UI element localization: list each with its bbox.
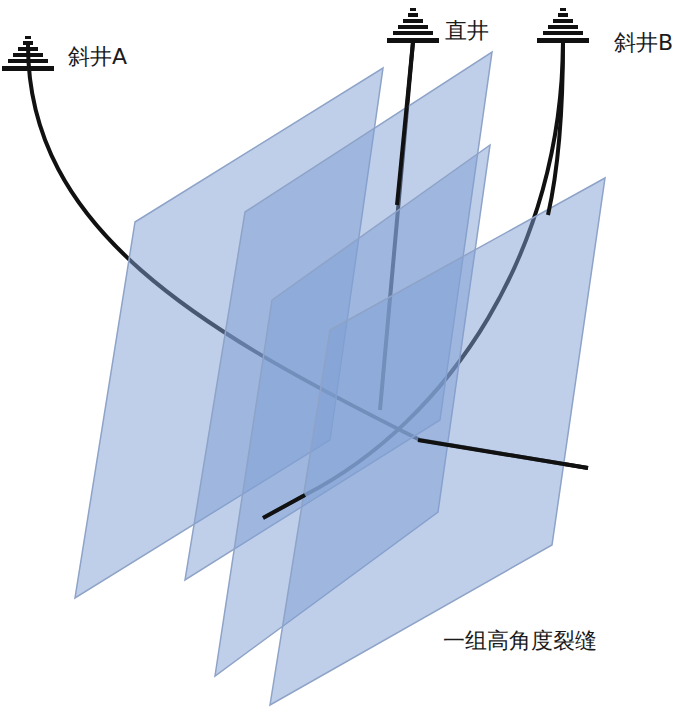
well-head-symbol: [387, 8, 439, 43]
fracture-label: 一组高角度裂缝: [443, 628, 597, 654]
well-label: 直井: [445, 18, 489, 44]
fracture-plane: [270, 178, 605, 705]
well-path-a: [418, 440, 588, 468]
well-path-b: [263, 495, 305, 518]
well-path-b: [548, 42, 563, 215]
well-label: 斜井B: [614, 30, 673, 56]
well-head-symbol: [537, 8, 589, 43]
well-head-symbol: [2, 36, 54, 71]
well-label: 斜井A: [68, 44, 127, 70]
well-path-vertical: [397, 42, 413, 205]
